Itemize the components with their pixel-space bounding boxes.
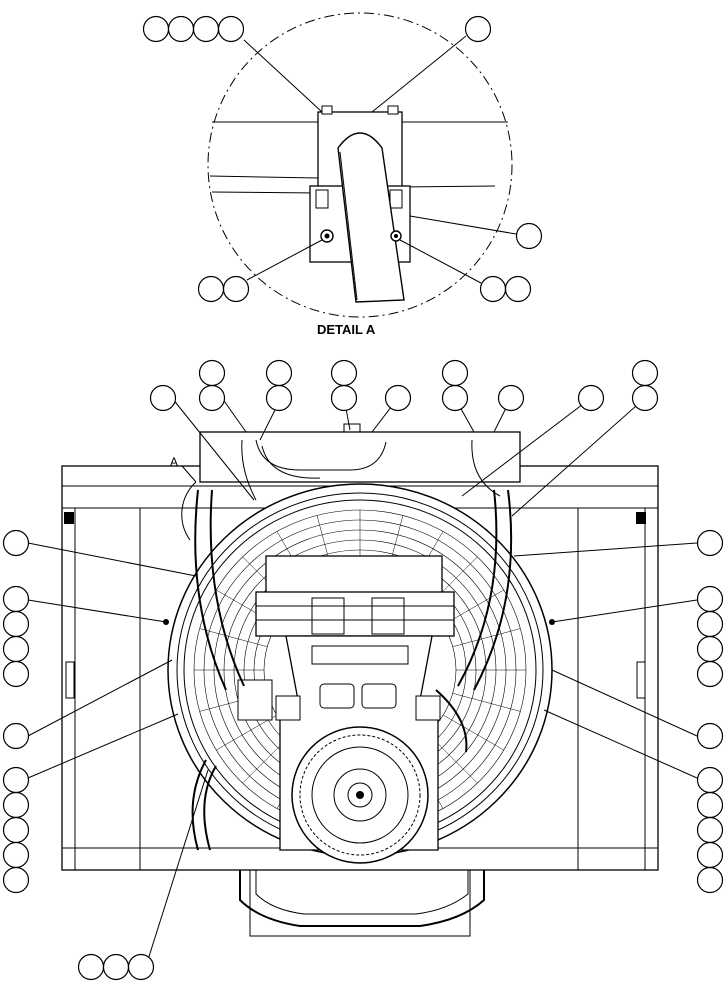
callout-bubble-top <box>497 384 525 412</box>
callout-bubble-right <box>696 766 724 794</box>
callout-bubble-detail-top-left <box>217 15 245 43</box>
callout-bubble-top <box>198 359 226 387</box>
callout-bubble-left <box>2 529 30 557</box>
leader-lines <box>27 397 698 967</box>
callout-bubble-bottom-left <box>77 953 105 981</box>
callout-bubble-right <box>696 529 724 557</box>
callout-bubble-detail-top-right <box>464 15 492 43</box>
callout-bubble-left <box>2 841 30 869</box>
callout-bubble-left <box>2 816 30 844</box>
callout-bubble-right <box>696 816 724 844</box>
callout-bubble-detail-top-left <box>192 15 220 43</box>
callout-bubble-top <box>198 384 226 412</box>
callout-bubble-left <box>2 585 30 613</box>
callout-bubbles <box>2 15 724 981</box>
detail-marker: A <box>170 455 178 469</box>
callout-bubble-right <box>696 660 724 688</box>
callout-bubble-top <box>384 384 412 412</box>
callout-bubble-top <box>631 384 659 412</box>
callout-bubble-right <box>696 841 724 869</box>
callout-bubble-left <box>2 791 30 819</box>
callout-bubble-detail-bottom-right <box>479 275 507 303</box>
callout-bubble-right <box>696 722 724 750</box>
main-view: A <box>61 423 659 937</box>
callout-bubble-detail-top-left <box>142 15 170 43</box>
callout-bubble-right <box>696 610 724 638</box>
callout-bubble-top <box>577 384 605 412</box>
callout-bubble-left <box>2 766 30 794</box>
callout-bubble-top <box>441 359 469 387</box>
callout-bubble-detail-right <box>515 222 543 250</box>
callout-bubble-detail-top-left <box>167 15 195 43</box>
detail-caption: DETAIL A <box>317 322 376 337</box>
callout-bubble-top <box>265 384 293 412</box>
callout-bubble-right <box>696 791 724 819</box>
callout-bubble-detail-bottom-right <box>504 275 532 303</box>
callout-bubble-bottom-left <box>102 953 130 981</box>
callout-bubble-right <box>696 585 724 613</box>
callout-bubble-left <box>2 660 30 688</box>
callout-bubble-right <box>696 866 724 894</box>
callout-bubble-top <box>330 359 358 387</box>
detail-a-view <box>207 12 517 318</box>
callout-bubble-detail-bottom-left <box>222 275 250 303</box>
callout-bubble-left <box>2 866 30 894</box>
callout-bubble-bottom-left <box>127 953 155 981</box>
callout-bubble-top <box>265 359 293 387</box>
callout-bubble-top <box>149 384 177 412</box>
callout-bubble-left <box>2 610 30 638</box>
callout-bubble-detail-bottom-left <box>197 275 225 303</box>
callout-bubble-top <box>330 384 358 412</box>
callout-bubble-left <box>2 722 30 750</box>
callout-bubble-right <box>696 635 724 663</box>
callout-bubble-left <box>2 635 30 663</box>
callout-bubble-top <box>631 359 659 387</box>
callout-bubble-top <box>441 384 469 412</box>
